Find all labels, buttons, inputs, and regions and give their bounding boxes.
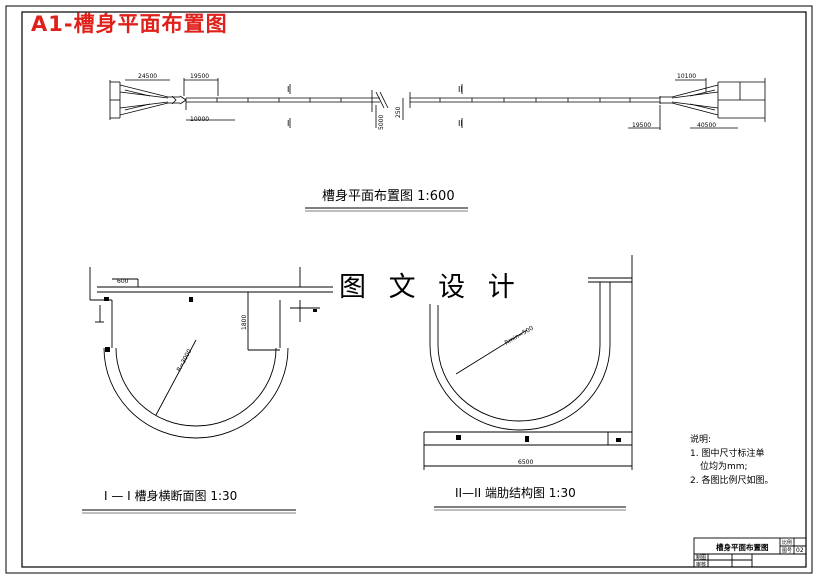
section-1-anchor-4 (313, 309, 317, 312)
plan-view-caption: 槽身平面布置图 1:600 (322, 188, 455, 204)
plan-section-mark-1a: I (287, 85, 289, 94)
plan-section-mark-1b: I (287, 119, 289, 128)
plan-section-mark-2a: II (458, 85, 463, 94)
section-1-caption: I — I 槽身横断面图 1:30 (104, 488, 237, 503)
inner-border (21, 11, 807, 568)
section-1-drawing (89, 267, 335, 439)
plan-dim-5: 250 (395, 106, 402, 118)
plan-dim-7: 40500 (697, 122, 716, 129)
section-1-anchor-2 (189, 297, 193, 302)
section-2-drawing (423, 255, 633, 470)
notes-item-3: 2. 各图比例尺如图。 (690, 474, 773, 486)
section-2-anchor-1 (456, 435, 461, 440)
plan-section-mark-2b: II (458, 119, 463, 128)
title-block-checked-label: 审核 (696, 561, 706, 568)
notes-item-2: 位均为mm; (700, 460, 748, 472)
watermark-text: 图 文 设 计 (333, 272, 528, 305)
section-2-radius-label: Rmin=500 (504, 325, 535, 347)
section-2-anchor-2 (525, 436, 529, 442)
plan-dim-3: 10000 (190, 116, 209, 123)
notes-heading: 说明: (690, 433, 711, 445)
plan-dim-2: 19500 (190, 73, 209, 80)
plan-dim-8: 10100 (677, 73, 696, 80)
notes-item-1: 1. 图中尺寸标注单 (690, 447, 764, 459)
outer-border (5, 5, 813, 574)
plan-view (109, 78, 766, 130)
section-1-anchor-1 (104, 297, 109, 301)
section-1-dim-600: 600 (117, 278, 129, 285)
sheet-title-banner: A1-槽身平面布置图 (31, 12, 228, 36)
title-block-scale-label: 比例 (782, 539, 792, 546)
title-block-drawn-label: 制图 (696, 554, 706, 561)
section-1-dim-1800: 1800 (241, 315, 248, 330)
section-2-dim-6500: 6500 (518, 459, 533, 466)
title-block (693, 537, 807, 568)
section-2-caption: II—II 端肋结构图 1:30 (455, 485, 576, 500)
section-2-anchor-3 (616, 438, 621, 442)
plan-dim-6: 19500 (632, 122, 651, 129)
plan-dim-1: 24500 (138, 73, 157, 80)
section-1-radius-label: R=3000 (176, 348, 194, 373)
title-block-name: 槽身平面布置图 (716, 542, 769, 552)
section-1-anchor-3 (105, 347, 110, 352)
title-block-number-label: 图号 (782, 548, 792, 554)
title-block-number: 02 (796, 547, 804, 554)
plan-dim-4: 5000 (378, 115, 385, 130)
